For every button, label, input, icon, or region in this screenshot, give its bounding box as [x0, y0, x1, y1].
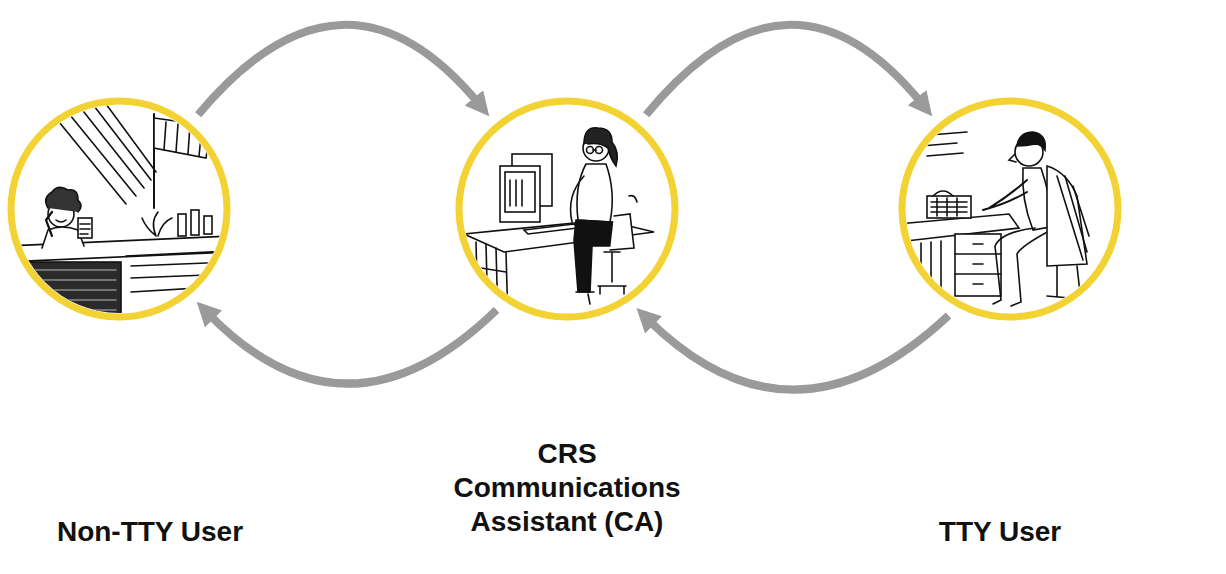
participant-node: TTY User	[850, 90, 1150, 549]
drawing-path	[629, 196, 637, 202]
drawing-path	[1057, 176, 1089, 260]
drawing-path	[164, 122, 202, 156]
drawing-g	[897, 132, 1093, 322]
drawing-path	[46, 212, 52, 236]
drawing-rect	[500, 166, 540, 222]
drawing-g	[6, 102, 232, 322]
flow-arrow	[198, 25, 479, 115]
drawing-path	[955, 244, 1001, 284]
drawing-path	[983, 180, 1027, 210]
assistant-illustration	[454, 96, 680, 322]
drawing-path	[593, 149, 596, 151]
drawing-path	[574, 220, 614, 292]
drawing-rect	[204, 216, 212, 234]
drawing-path	[154, 118, 211, 158]
participant-label: CRS Communications Assistant (CA)	[432, 437, 702, 539]
drawing-path	[10, 270, 116, 310]
drawing-path	[933, 191, 953, 196]
drawing-path	[598, 252, 626, 294]
drawing-rect	[505, 172, 535, 212]
drawing-path	[993, 228, 1051, 306]
flow-arrow	[646, 25, 922, 115]
tty-user-illustration	[897, 96, 1123, 322]
flow-arrow	[208, 310, 497, 384]
drawing-circle	[902, 101, 1118, 317]
drawing-rect	[191, 210, 199, 235]
drawing-path	[1047, 266, 1093, 302]
drawing-path	[917, 132, 967, 156]
flow-arrow	[648, 316, 949, 390]
drawing-rect	[178, 214, 186, 236]
drawing-path	[610, 214, 634, 250]
participant-circle	[454, 96, 680, 322]
drawing-path	[126, 251, 232, 292]
drawing-path	[576, 292, 594, 304]
participant-label: TTY User	[850, 515, 1150, 549]
drawing-path	[6, 236, 232, 262]
drawing-path	[56, 220, 66, 222]
drawing-path	[466, 238, 508, 322]
drawing-path	[80, 224, 90, 234]
drawing-path	[931, 198, 967, 216]
participant-label: Non-TTY User	[0, 515, 300, 549]
drawing-path	[1017, 132, 1045, 150]
drawing-path	[46, 187, 81, 212]
drawing-path	[901, 241, 941, 322]
caller-illustration	[6, 96, 232, 322]
drawing-path	[584, 128, 617, 166]
drawing-circle	[459, 101, 675, 317]
participant-circle	[6, 96, 232, 322]
participant-node: Non-TTY User	[0, 90, 300, 549]
drawing-rect	[78, 218, 92, 238]
drawing-g	[464, 128, 654, 322]
drawing-rect	[6, 262, 121, 322]
drawing-path	[524, 224, 578, 234]
drawing-path	[1009, 154, 1016, 162]
participant-circle	[897, 96, 1123, 322]
drawing-path	[468, 266, 506, 298]
drawing-rect	[955, 234, 1001, 296]
drawing-path	[571, 176, 585, 222]
drawing-path	[510, 180, 522, 206]
drawing-path	[577, 164, 612, 222]
drawing-path	[142, 212, 172, 236]
drawing-rect	[927, 196, 971, 218]
participant-node: CRS Communications Assistant (CA)	[417, 90, 717, 539]
